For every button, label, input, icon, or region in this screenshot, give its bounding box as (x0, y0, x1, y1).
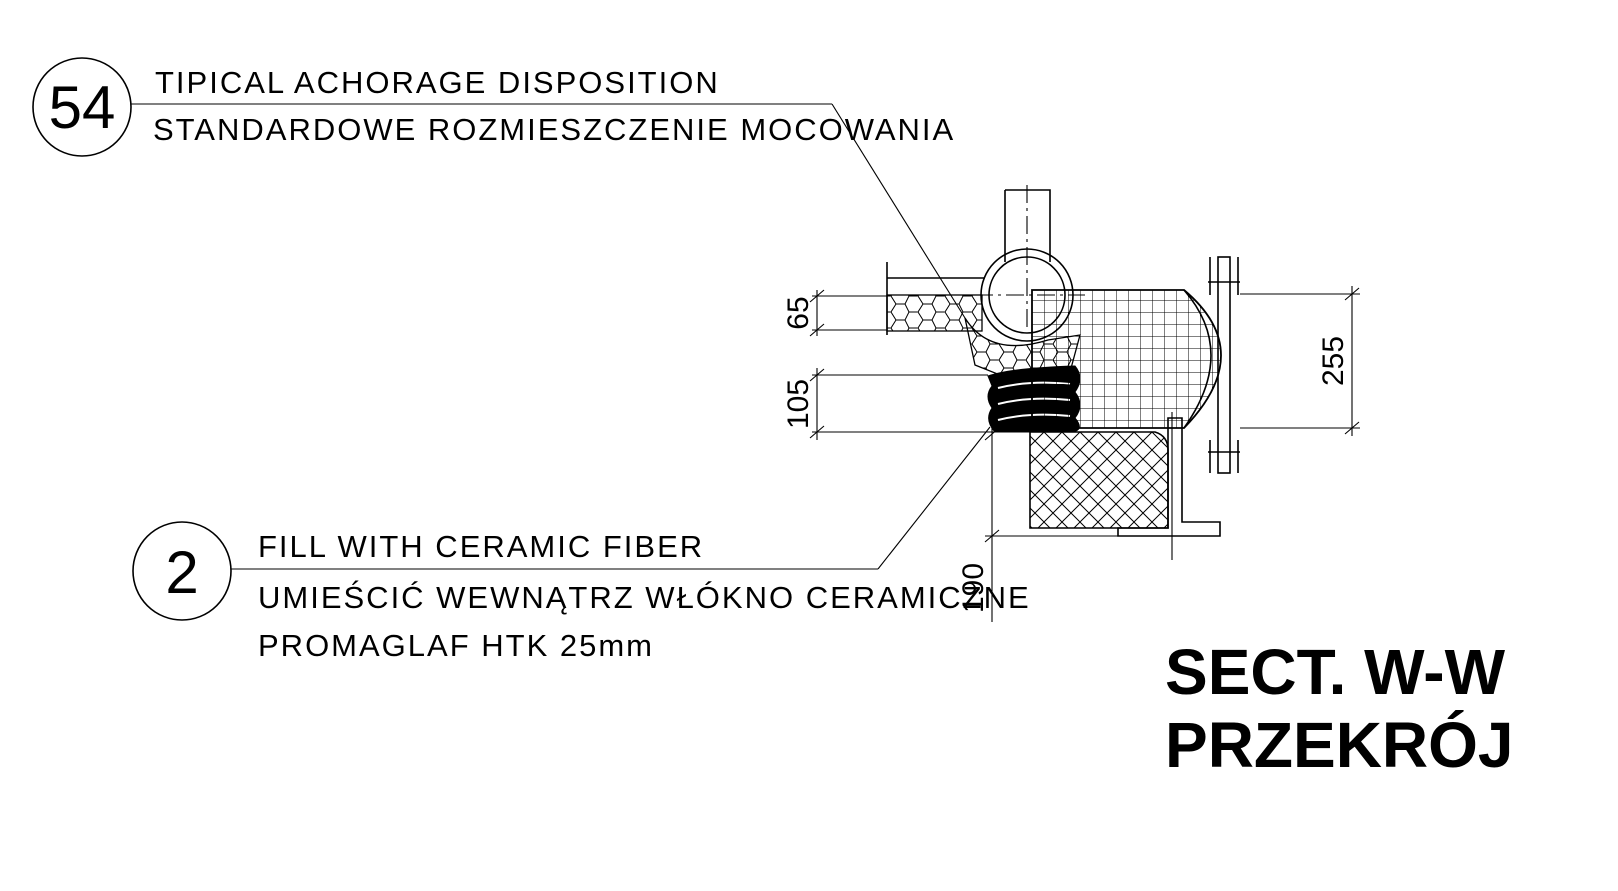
callout-bubble (132, 521, 232, 621)
leader-line (831, 103, 966, 319)
crosshatch-block (1029, 431, 1169, 529)
pipe-stub (1004, 189, 1051, 262)
title-line-1: SECT. W-W (1165, 636, 1506, 708)
section-title: SECT. W-W PRZEKRÓJ (1165, 636, 1514, 781)
flange-plate (1217, 256, 1231, 474)
dimension-105: 105 (782, 368, 825, 440)
callout-number: 2 (165, 539, 198, 606)
dimension-255: 255 (1317, 286, 1360, 436)
dimension-label: 105 (782, 379, 815, 429)
dimension-label: 255 (1317, 336, 1350, 386)
section-geometry (812, 185, 1360, 560)
dimension-label: 65 (782, 296, 815, 329)
dimension-65: 65 (782, 289, 825, 337)
dimension-label: 190 (957, 563, 990, 613)
callout-text-line-2: UMIEŚCIĆ WEWNĄTRZ WŁÓKNO CERAMICZNE (258, 579, 1031, 615)
callout-text-line-1: FILL WITH CERAMIC FIBER (258, 529, 704, 564)
callout-2: 2 FILL WITH CERAMIC FIBER UMIEŚCIĆ WEWNĄ… (132, 426, 1031, 663)
callout-text-line-3: PROMAGLAF HTK 25mm (258, 628, 654, 663)
dimension-190: 190 (957, 427, 1000, 622)
callout-text-line-1: TIPICAL ACHORAGE DISPOSITION (155, 65, 720, 100)
leader-line (877, 426, 991, 570)
callout-number: 54 (49, 74, 116, 141)
callout-bubble (32, 57, 132, 157)
steel-beam (1117, 417, 1221, 537)
title-line-2: PRZEKRÓJ (1165, 709, 1514, 781)
callout-text-line-2: STANDARDOWE ROZMIESZCZENIE MOCOWANIA (153, 112, 955, 147)
callout-54: 54 TIPICAL ACHORAGE DISPOSITION STANDARD… (32, 57, 966, 319)
grid-block (1031, 289, 1222, 429)
